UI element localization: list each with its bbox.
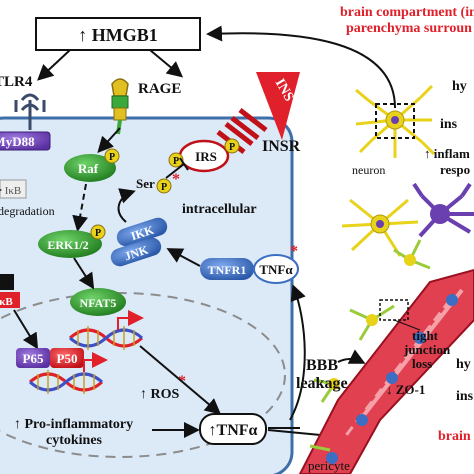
ikk-node — [116, 217, 168, 247]
tight-junction-pointer — [393, 319, 421, 331]
right-hy-1: hy — [452, 79, 467, 94]
inflam-line1: ↑ inflam — [424, 146, 470, 161]
ser-p-label: P — [161, 182, 167, 193]
transcription-arrow-upper — [117, 310, 144, 330]
ros-label: ↑ ROS — [140, 387, 180, 402]
tlr4-receptor-icon — [14, 93, 46, 130]
myd88-box — [0, 131, 51, 151]
raf-node — [64, 154, 116, 182]
neuron-selection-box — [375, 103, 415, 139]
tight-line3: loss — [412, 356, 432, 371]
arrow-raf-to-erk — [72, 183, 89, 232]
inflam-line2: respo — [440, 162, 470, 177]
neuron-2-nucleus — [376, 220, 384, 228]
tnfa-box-label: ↑TNFα — [209, 422, 258, 439]
irs-p-right — [224, 138, 240, 154]
tnfr1-node — [200, 258, 254, 280]
jnk-node — [110, 237, 162, 267]
erk-node — [38, 230, 102, 258]
arrow-dna-to-tnfa — [139, 345, 222, 415]
raf-p-label: P — [109, 152, 115, 163]
arrow-hmgb1-to-rage — [149, 49, 184, 78]
intracellular-label: intracellular — [182, 202, 257, 217]
tight-line1: tight — [412, 328, 439, 343]
brain-compartment-line1: brain compartment (in — [340, 5, 474, 20]
cytokines-line1: ↑ Pro-inflammatory — [14, 417, 133, 432]
arrow-tnfa-up — [289, 284, 306, 421]
arrow-bbb-to-vessel — [337, 349, 366, 364]
ser-p — [156, 178, 172, 194]
nfkb-black-partial — [0, 274, 14, 290]
arrow-tnfr1-to-ikk — [166, 248, 201, 267]
erk-p-label: P — [95, 228, 101, 239]
ser-asterisk: * — [172, 171, 180, 188]
irs-label: IRS — [195, 149, 217, 164]
ins-ligand-icon: INS — [256, 72, 300, 140]
tnfa-asterisk: * — [290, 243, 298, 260]
right-ins-1: ins — [440, 117, 458, 132]
pericyte-body-2 — [366, 314, 378, 326]
degradation-label: degradation — [0, 204, 55, 218]
ser-inhibits-irs — [165, 163, 185, 179]
hmgb1-box — [35, 17, 201, 51]
pericyte-body-1 — [404, 254, 416, 266]
rage-label: RAGE — [138, 81, 181, 97]
microglia-icon — [412, 182, 474, 238]
cytokines-line2: cytokines — [46, 433, 103, 448]
brain-bottom-label: brain — [438, 429, 471, 444]
neuron-nucleus — [391, 116, 399, 124]
insr-label: INSR — [262, 138, 301, 155]
hmgb1-label: ↑ HMGB1 — [78, 25, 158, 45]
tnfa-receptor-label: TNFα — [259, 262, 293, 277]
nucleus-outline — [0, 292, 286, 458]
ser-label: Ser — [136, 176, 155, 191]
p65-label: P65 — [23, 351, 44, 366]
nfat5-node — [70, 288, 126, 316]
neuron-label: neuron — [352, 163, 385, 177]
arrow-hmgb1-to-tlr4 — [37, 49, 71, 81]
microglia-body — [430, 204, 450, 224]
arrow-erk-to-nfat5 — [73, 257, 95, 290]
ikb-label: IκB — [5, 185, 22, 197]
dna-upper-icon — [69, 326, 143, 350]
nfkb-red-partial — [0, 292, 20, 308]
p50-node — [50, 348, 84, 368]
blood-vessel-icon — [298, 268, 474, 474]
neuron-2-icon — [341, 198, 419, 257]
brain-compartment-line2: parenchyma surroun — [346, 21, 472, 36]
myd88-label: MyD88 — [0, 134, 35, 149]
irs-p-right-label: P — [229, 142, 235, 153]
tlr4-label: TLR4 — [0, 74, 33, 90]
ser-inhibit-bar — [179, 157, 189, 171]
bbb-line2: leakage — [296, 375, 348, 392]
tnfa-receptor-node — [253, 254, 299, 284]
arrow-rage-to-raf — [97, 127, 121, 153]
arrow-ikk-to-ser — [117, 188, 136, 223]
rage-receptor-icon — [111, 78, 129, 135]
nfat5-label: NFAT5 — [80, 296, 117, 310]
arrow-nfkb-to-p65 — [13, 309, 39, 350]
right-ins-2: ins — [456, 389, 474, 404]
tight-line2: junction — [403, 342, 451, 357]
erk-label: ERK1/2 — [47, 238, 88, 252]
dna-lower-icon — [29, 370, 103, 394]
irs-p-left — [168, 152, 184, 168]
p50-label: P50 — [57, 351, 78, 366]
erk-p — [90, 224, 106, 240]
bbb-line1: BBB — [306, 357, 338, 374]
arrow-neuron-to-hmgb1 — [206, 25, 396, 109]
tnfr1-label: TNFR1 — [208, 263, 247, 277]
nfkb-partial-label: κB — [0, 296, 13, 308]
ikb-box — [0, 179, 27, 199]
p65-node — [16, 348, 50, 368]
zo1-label: ↓ ZO-1 — [386, 382, 425, 397]
pericyte-body-3 — [328, 378, 340, 390]
raf-label: Raf — [78, 161, 99, 176]
irs-p-left-label: P — [173, 156, 179, 167]
pericyte-label: pericyte — [308, 458, 350, 473]
tnfa-box — [199, 413, 267, 445]
transcription-arrow-lower — [83, 352, 108, 372]
right-hy-2: hy — [456, 357, 471, 372]
